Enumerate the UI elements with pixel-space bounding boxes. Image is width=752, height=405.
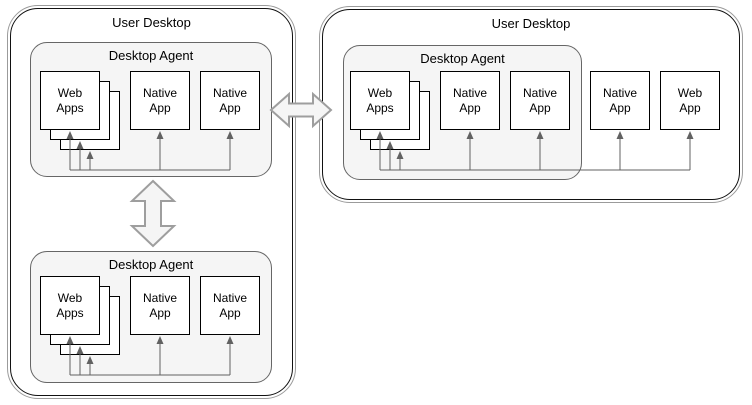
- desktop-agent-label: Desktop Agent: [108, 48, 194, 63]
- native-app-box: Native App: [130, 71, 190, 130]
- user-desktop-left-label: User Desktop: [112, 15, 191, 30]
- user-desktop-right: User Desktop Desktop Agent Web Apps Nati…: [319, 6, 743, 203]
- native-app-box: Native App: [200, 276, 260, 335]
- desktop-agent-label: Desktop Agent: [420, 51, 505, 66]
- native-app-box: Native App: [440, 71, 500, 130]
- user-desktop-left: User Desktop Desktop Agent Web Apps Nati…: [7, 5, 296, 399]
- web-apps-box: Web Apps: [40, 276, 100, 335]
- desktop-agent-label: Desktop Agent: [108, 257, 194, 272]
- external-native-app-box: Native App: [590, 71, 650, 130]
- web-apps-box: Web Apps: [40, 71, 100, 130]
- native-app-box: Native App: [510, 71, 570, 130]
- external-web-app-box: Web App: [660, 71, 720, 130]
- native-app-box: Native App: [130, 276, 190, 335]
- web-apps-box: Web Apps: [350, 71, 410, 130]
- native-app-box: Native App: [200, 71, 260, 130]
- desktop-agent-left-top: Desktop Agent Web Apps Native App Native…: [30, 42, 272, 177]
- desktop-agent-left-bottom: Desktop Agent Web Apps Native App Native…: [30, 251, 272, 383]
- desktop-agent-right: Desktop Agent Web Apps Native App Native…: [343, 45, 582, 180]
- user-desktop-right-label: User Desktop: [491, 16, 571, 31]
